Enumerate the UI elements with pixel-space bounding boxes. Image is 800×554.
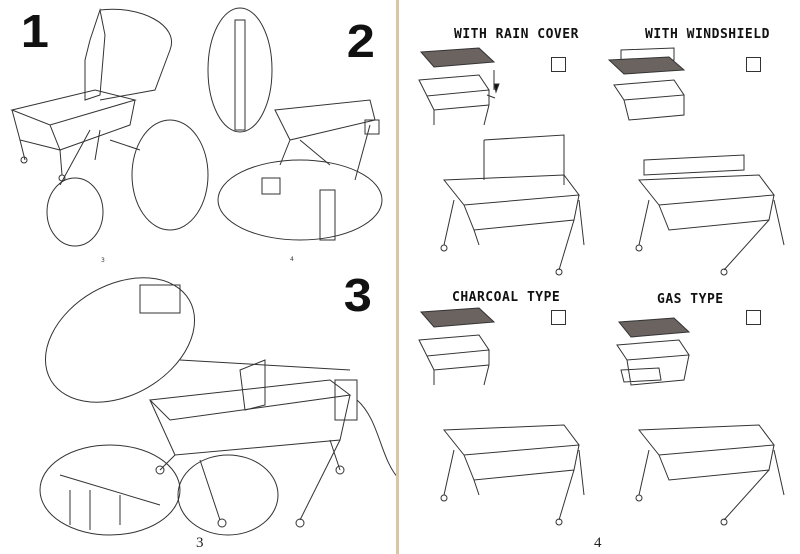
checkbox-gas[interactable] [746,310,761,325]
charcoal-assembled-illustration [440,424,585,526]
page-divider [396,0,399,554]
checkbox-rain-cover[interactable] [551,57,566,72]
left-page: 1 2 3 3 4 3 [0,0,401,554]
rain-cover-assembled-illustration [440,134,585,276]
right-page: WITH RAIN COVER WITH WINDSHIELD CHARCOAL… [399,0,800,554]
step-2-assembly-illustration [207,7,383,241]
figure-number-4: 4 [290,256,294,263]
section-title-gas: GAS TYPE [657,292,724,307]
page-number: 3 [196,535,204,551]
gas-assembled-illustration [635,424,785,526]
charcoal-exploded-illustration [418,307,496,386]
variant-illustrations [418,47,785,526]
step-number-1: 1 [20,5,49,57]
checkbox-charcoal[interactable] [551,310,566,325]
windshield-exploded-illustration [607,47,686,121]
section-title-rain-cover: WITH RAIN COVER [454,27,579,42]
step-number-3: 3 [343,269,372,321]
section-title-charcoal: CHARCOAL TYPE [452,290,561,305]
checkbox-windshield[interactable] [746,57,761,72]
rain-cover-exploded-illustration [418,47,500,126]
figure-number-3: 3 [101,257,105,264]
step-1-assembly-illustration [10,8,209,247]
page-number: 4 [594,535,602,551]
section-title-windshield: WITH WINDSHIELD [645,27,770,42]
windshield-assembled-illustration [635,154,785,276]
step-number-2: 2 [346,15,375,67]
step-3-assembly-illustration [39,277,401,536]
gas-exploded-illustration [616,317,691,386]
